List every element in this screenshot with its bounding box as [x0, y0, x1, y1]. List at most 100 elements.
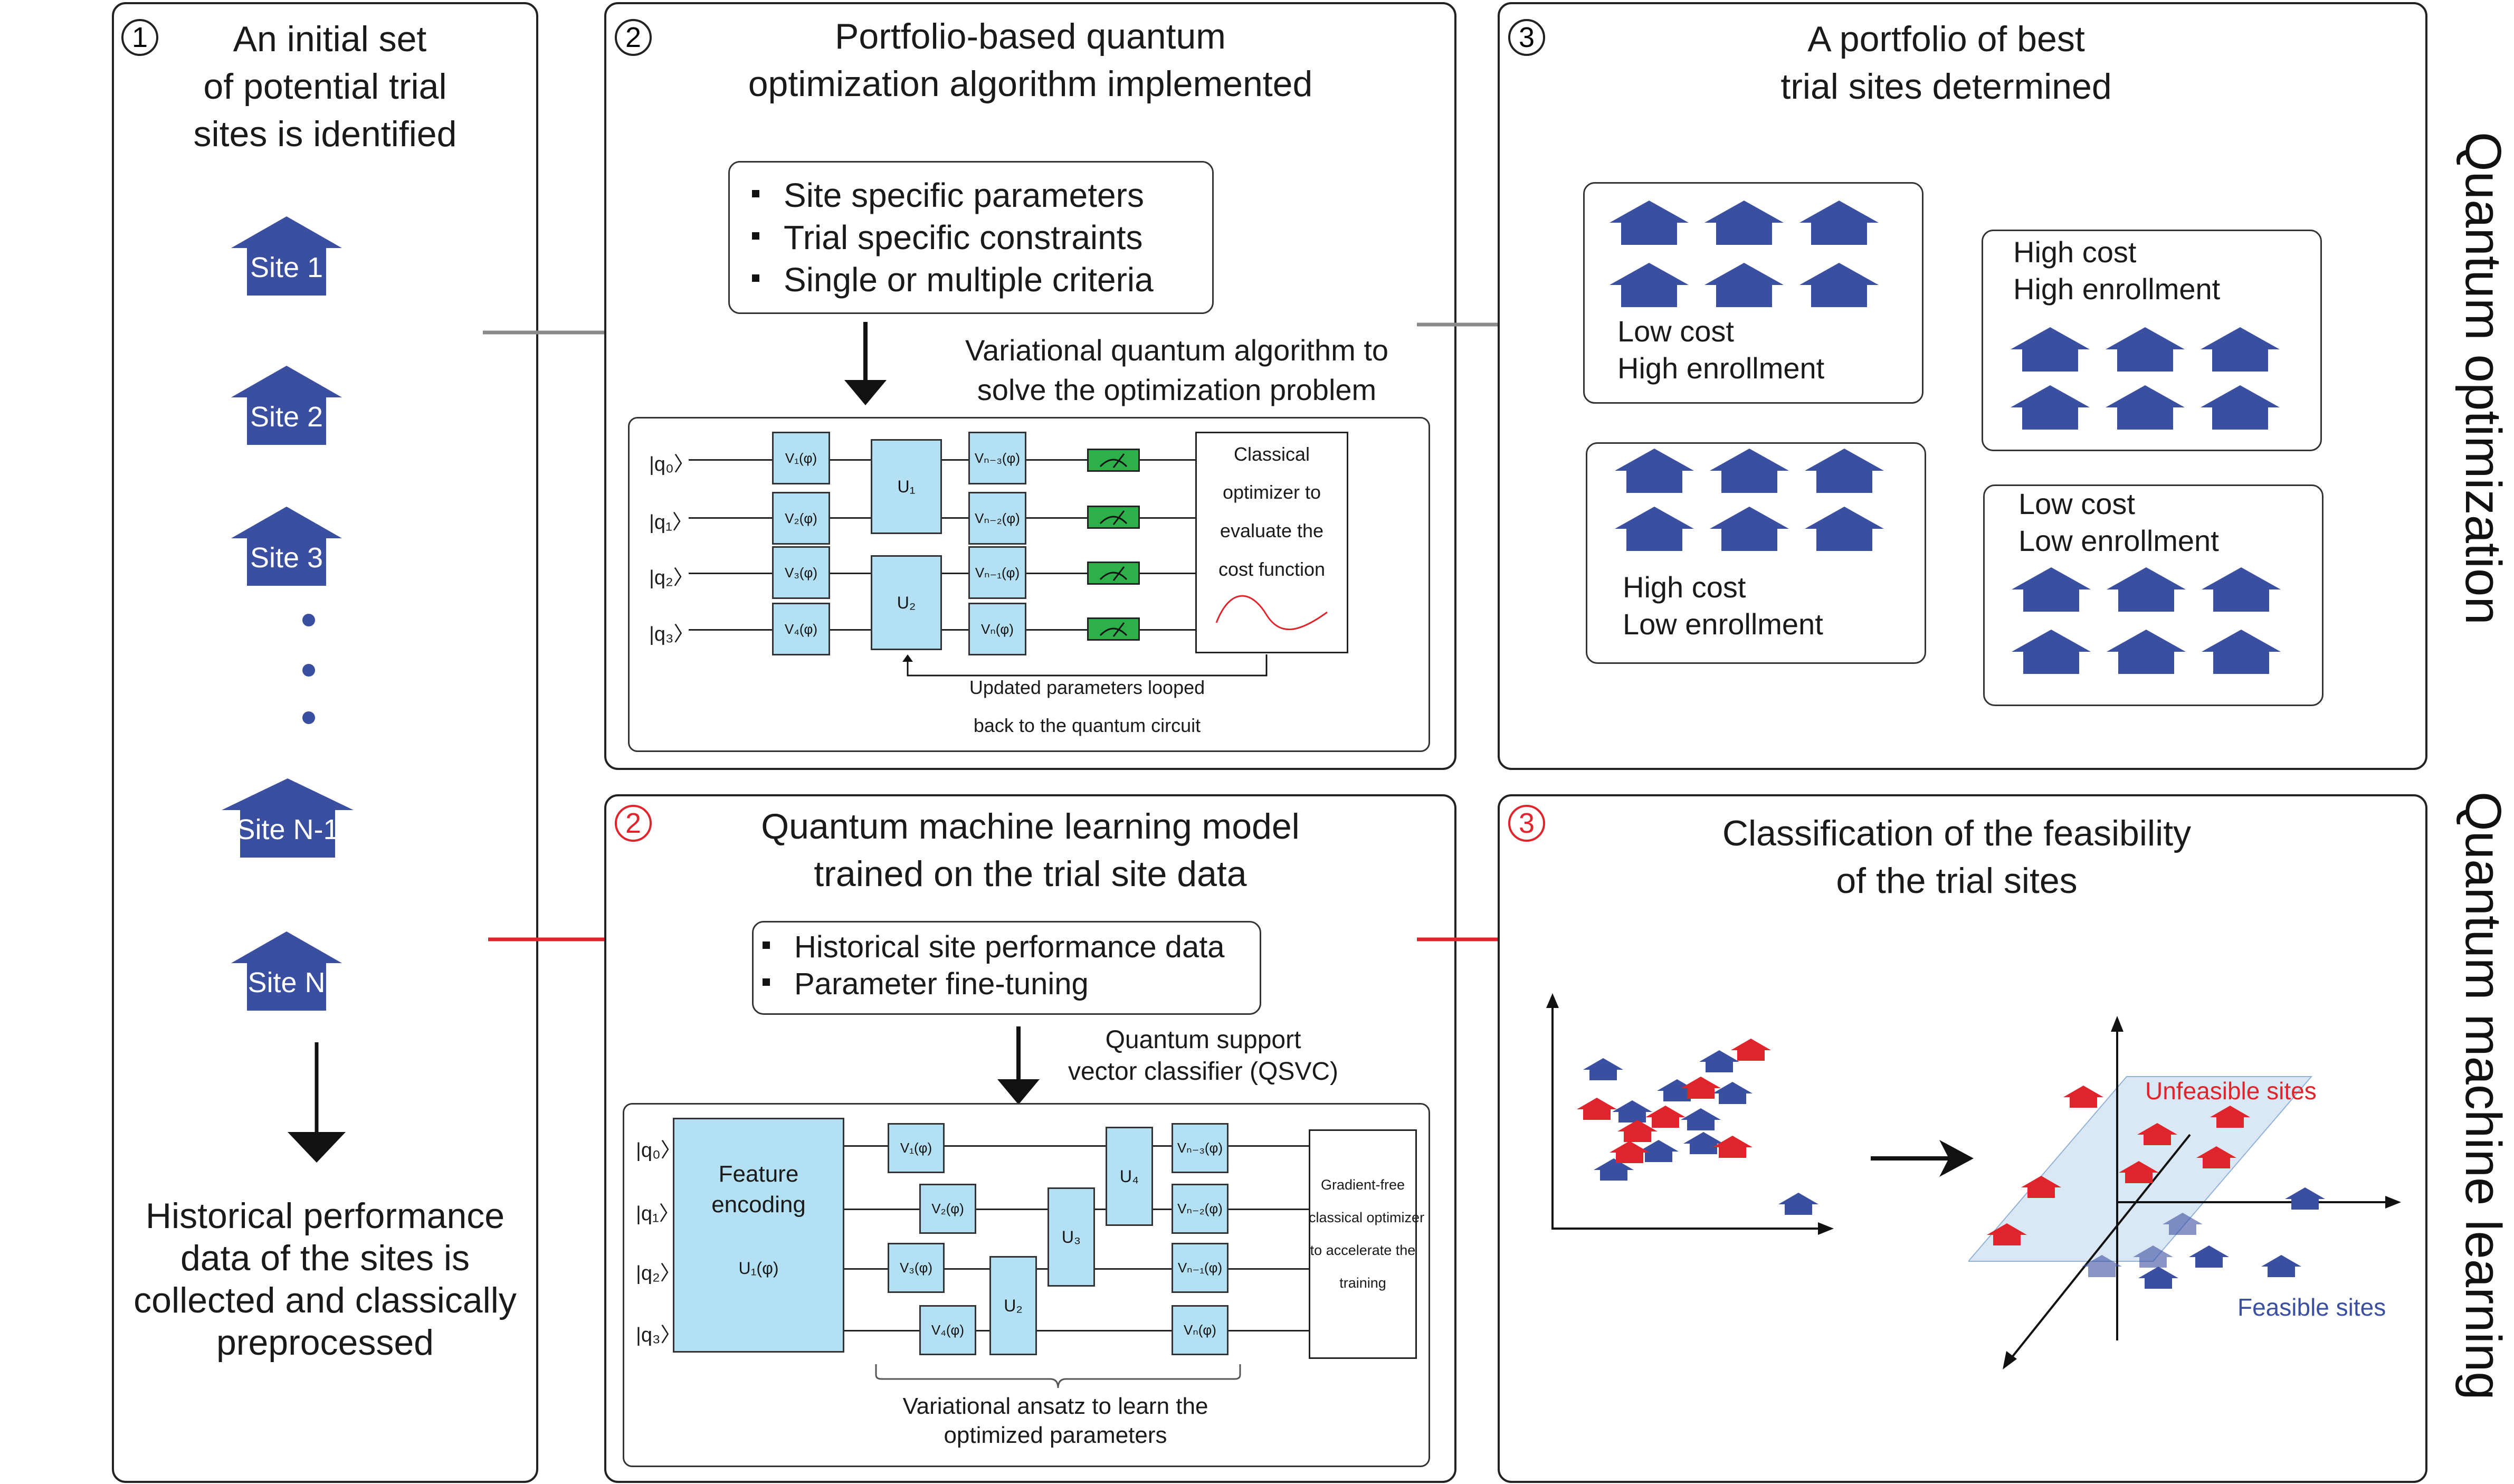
ansatz-brace	[875, 1364, 1241, 1388]
side-label-quantum-optimization: Quantum optimization	[2455, 132, 2511, 625]
qml-qubit-1: |q₁〉	[636, 1203, 679, 1225]
qo-bullet-3-text: Single or multiple criteria	[784, 261, 1154, 299]
qml-vn-gate: Vₙ(φ)	[1172, 1305, 1229, 1355]
qo-qubit-0: |q₀〉	[649, 453, 694, 475]
qo-bullet-3: Single or multiple criteria	[752, 259, 1154, 301]
qml-bullet-1: Historical site performance data	[763, 926, 1225, 968]
qo-wire-0	[689, 459, 1195, 461]
left-bottom-3: collected and classically	[134, 1280, 517, 1320]
qml-vn3-gate: Vₙ₋₃(φ)	[1172, 1123, 1229, 1173]
qml-u4-gate: U₄	[1106, 1127, 1153, 1226]
down-arrow	[288, 1042, 346, 1163]
site-2-label: Site 2	[250, 401, 323, 433]
portfolio-title-1: A portfolio of best	[1807, 19, 2085, 59]
qo-vn3-gate: Vₙ₋₃(φ)	[968, 432, 1026, 484]
qml-u2-gate: U₂	[989, 1256, 1037, 1355]
qml-opt-4: training	[1339, 1275, 1386, 1291]
left-title-1: An initial set	[233, 19, 427, 59]
classification-arrow	[1871, 1140, 1974, 1177]
qml-wire-0	[675, 1145, 1309, 1147]
qo-caption-1: Variational quantum algorithm to	[965, 334, 1389, 367]
qo-vn2-gate: Vₙ₋₂(φ)	[968, 492, 1026, 545]
left-bottom-1: Historical performance	[145, 1196, 505, 1236]
site-1-icon: Site 1	[231, 216, 342, 296]
step-2-badge-top: 2	[615, 19, 652, 56]
qml-vn2-gate: Vₙ₋₂(φ)	[1172, 1184, 1229, 1234]
qo-u1-gate: U₁	[871, 439, 942, 534]
site-n-1-icon: Site N-1	[222, 778, 354, 858]
qo-title-1: Portfolio-based quantum	[835, 16, 1226, 56]
group2-line2: High enrollment	[2013, 272, 2221, 306]
group2-site-icons	[2011, 327, 2280, 430]
group4-line1: Low cost	[2018, 487, 2135, 520]
qo-loop-1: Updated parameters looped	[969, 677, 1205, 698]
group3-site-icons	[1615, 449, 1884, 551]
left-title-2: of potential trial	[203, 66, 447, 107]
qml-optimizer-box	[1309, 1129, 1417, 1359]
qml-feature-encoding-gate	[673, 1118, 844, 1353]
qml-vn1-gate: Vₙ₋₁(φ)	[1172, 1243, 1229, 1293]
left-bottom-4: preprocessed	[216, 1323, 434, 1363]
site-1-label: Site 1	[250, 252, 323, 283]
qo-params-box	[728, 161, 1214, 314]
qo-v2-gate: V₂(φ)	[772, 492, 830, 545]
classification-panel	[1498, 794, 2427, 1483]
classification-title-2: of the trial sites	[1836, 861, 2078, 901]
unfeasible-label: Unfeasible sites	[2145, 1077, 2317, 1105]
feasible-label: Feasible sites	[2237, 1293, 2386, 1321]
scatter-plot-3d	[1968, 1016, 2401, 1369]
step-1-badge: 1	[121, 19, 158, 56]
qml-v1-gate: V₁(φ)	[888, 1123, 945, 1173]
qo-loop-2: back to the quantum circuit	[973, 715, 1201, 736]
qml-v4-gate: V₄(φ)	[919, 1305, 976, 1355]
qo-v1-gate: V₁(φ)	[772, 432, 830, 484]
qml-ansatz-2: optimized parameters	[944, 1422, 1167, 1448]
qml-feature-1: Feature	[718, 1161, 799, 1187]
qo-qubit-1: |q₁〉	[649, 511, 692, 534]
qml-wire-1	[675, 1209, 1309, 1210]
classification-title-1: Classification of the feasibility	[1722, 813, 2192, 853]
qml-bullet-2: Parameter fine-tuning	[763, 963, 1089, 1005]
qml-opt-2: classical optimizer	[1309, 1210, 1425, 1225]
group2-line1: High cost	[2013, 235, 2137, 269]
group3-line1: High cost	[1623, 570, 1746, 604]
qml-bullet-2-text: Parameter fine-tuning	[794, 967, 1089, 1001]
qml-qubit-2: |q₂〉	[636, 1262, 680, 1285]
qml-feature-2: encoding	[711, 1192, 806, 1217]
qo-down-arrow	[844, 322, 887, 405]
qo-bullet-1-text: Site specific parameters	[784, 176, 1144, 214]
qml-data-box	[752, 921, 1261, 1015]
qo-qubit-2: |q₂〉	[649, 567, 693, 589]
qo-bullet-2-text: Trial specific constraints	[784, 218, 1143, 256]
site-3-icon: Site 3	[231, 507, 342, 586]
qo-qubit-3: |q₃〉	[649, 623, 694, 645]
qo-bullet-2: Trial specific constraints	[752, 216, 1143, 259]
qml-opt-3: to accelerate the	[1310, 1242, 1416, 1258]
qml-caption-1: Quantum support	[1105, 1026, 1301, 1054]
qml-opt-1: Gradient-free	[1320, 1177, 1405, 1193]
left-title-3: sites is identified	[193, 114, 457, 154]
qo-wire-1	[689, 517, 1195, 519]
group3-line2: Low enrollment	[1623, 607, 1823, 641]
qo-loop-arrow	[902, 654, 1268, 677]
qo-opt-2: optimizer to	[1222, 481, 1321, 503]
qo-wire-3	[689, 629, 1195, 631]
cost-curve-icon	[1215, 595, 1328, 631]
group4-line2: Low enrollment	[2018, 524, 2219, 557]
qo-v3-gate: V₃(φ)	[772, 546, 830, 599]
portfolio-title-2: trial sites determined	[1780, 66, 2112, 107]
qo-v4-gate: V₄(φ)	[772, 603, 830, 655]
qo-vn1-gate: Vₙ₋₁(φ)	[968, 546, 1026, 599]
qo-optimizer-box	[1195, 432, 1348, 653]
side-label-quantum-machine-learning: Quantum machine learning	[2455, 792, 2511, 1400]
qml-title-1: Quantum machine learning model	[761, 806, 1300, 846]
qo-opt-4: cost function	[1218, 558, 1326, 580]
qo-title-2: optimization algorithm implemented	[748, 64, 1313, 104]
ellipsis-dots	[302, 614, 315, 724]
qml-title-2: trained on the trial site data	[814, 854, 1247, 894]
step-3-badge-bottom: 3	[1508, 805, 1545, 842]
qml-feature-3: U₁(φ)	[738, 1259, 779, 1278]
site-2-icon: Site 2	[231, 366, 342, 445]
qo-meter-needles	[1099, 453, 1128, 637]
